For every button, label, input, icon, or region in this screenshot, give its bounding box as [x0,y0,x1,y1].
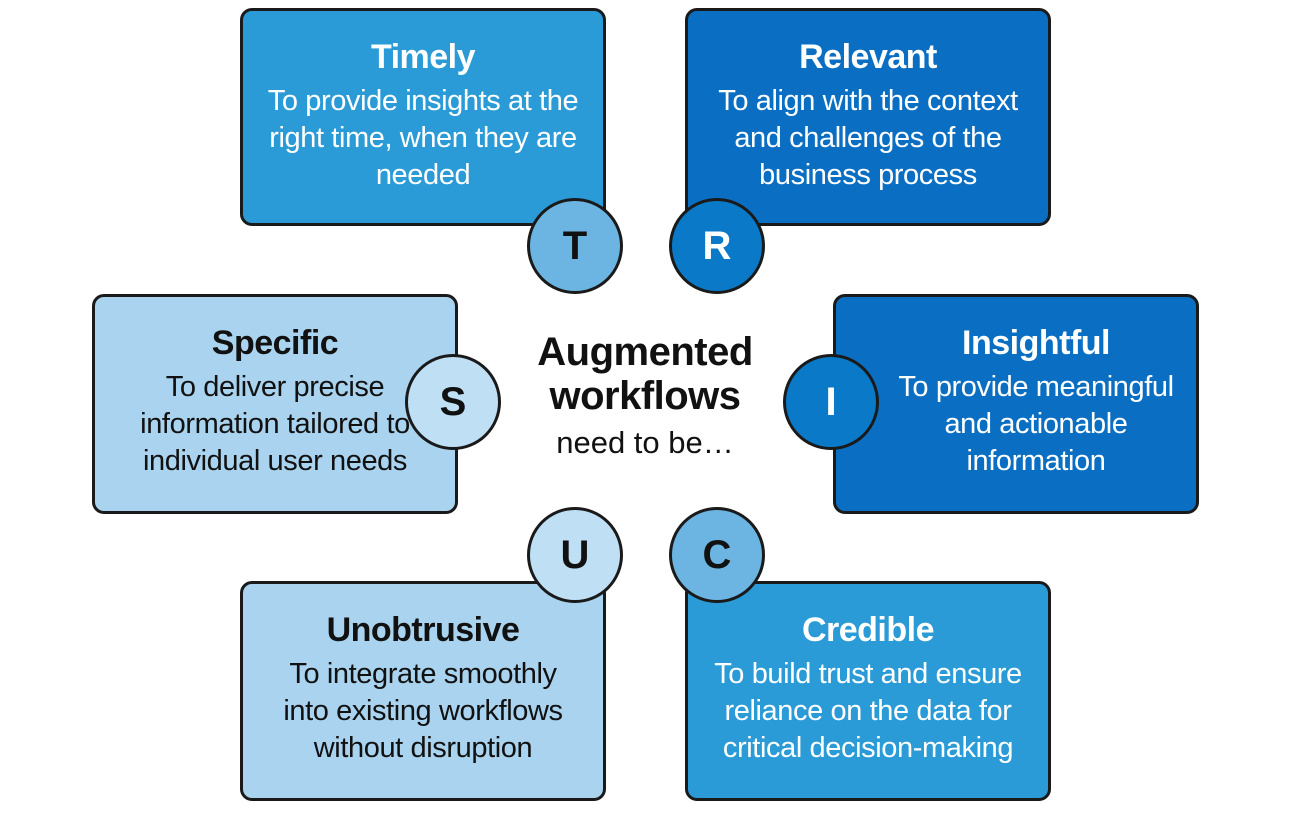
relevant-box: Relevant To align with the context and c… [685,8,1051,226]
insightful-box: Insightful To provide meaningful and act… [833,294,1199,514]
center-line-2: workflows [549,374,741,418]
relevant-title: Relevant [799,38,937,76]
insightful-description: To provide meaningful and actionable inf… [898,371,1174,477]
insightful-letter-circle: I [783,354,879,450]
insightful-title: Insightful [962,324,1110,362]
timely-letter-circle: T [527,198,623,294]
specific-description: To deliver precise information tailored … [140,371,410,477]
relevant-letter-circle: R [669,198,765,294]
credible-box: Credible To build trust and ensure relia… [685,581,1051,801]
unobtrusive-title: Unobtrusive [326,611,520,649]
timely-box: Timely To provide insights at the right … [240,8,606,226]
specific-box: Specific To deliver precise information … [92,294,458,514]
specific-letter-circle: S [405,354,501,450]
unobtrusive-box: Unobtrusive To integrate smoothly into e… [240,581,606,801]
relevant-description: To align with the context and challenges… [718,85,1018,191]
credible-title: Credible [801,611,935,649]
unobtrusive-description: To integrate smoothly into existing work… [283,658,563,764]
timely-title: Timely [370,38,476,76]
timely-description: To provide insights at the right time, w… [267,85,579,191]
center-line-3: need to be… [556,425,734,460]
credible-letter-circle: C [669,507,765,603]
center-line-1: Augmented [537,330,753,374]
credible-description: To build trust and ensure reliance on th… [714,658,1022,764]
unobtrusive-letter-circle: U [527,507,623,603]
center-heading: Augmented workflows need to be… [520,330,770,464]
specific-title: Specific [211,324,339,362]
